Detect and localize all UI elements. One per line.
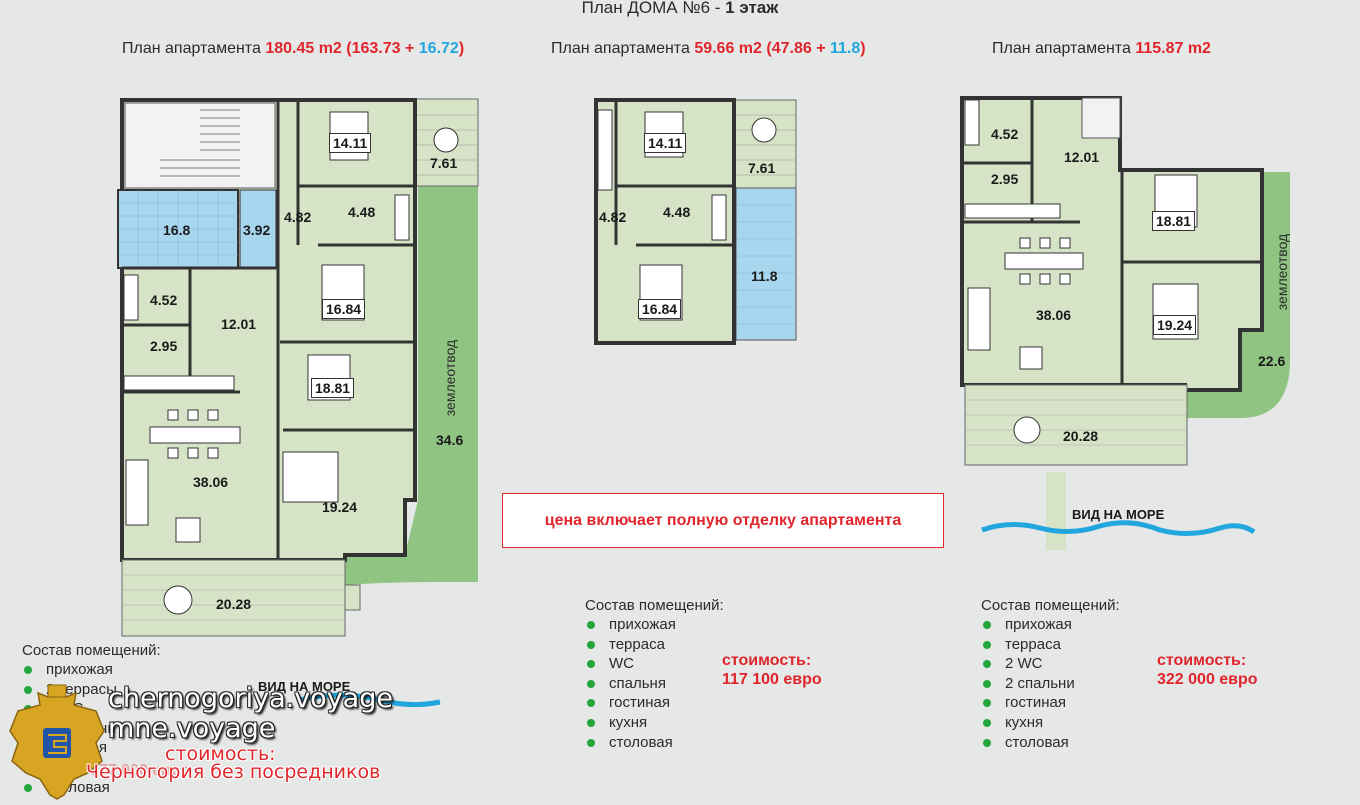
apt1-room-area: 4.48: [348, 204, 376, 220]
list-item: столовая: [981, 733, 1120, 753]
apt2-room-area: 14.11: [644, 133, 687, 153]
list-item: спальня: [585, 674, 724, 694]
apt3-room-area: 2.95: [991, 171, 1019, 187]
apt3-price-value: 322 000 евро: [1157, 671, 1258, 688]
apt1-room-area: 12.01: [221, 316, 257, 332]
list-item: прихожая: [585, 615, 724, 635]
apt3-room-area: 18.81: [1152, 211, 1196, 231]
apt1-composition-title: Состав помещений:: [22, 642, 161, 659]
apt1-room-area: 7.61: [430, 155, 458, 171]
apt1-room-area: 4.82: [284, 209, 312, 225]
apt1-room-area: 2.95: [150, 338, 178, 354]
apt3-composition-title: Состав помещений:: [981, 597, 1120, 614]
apt2-room-area: 4.82: [599, 209, 627, 225]
list-item: кухня: [981, 713, 1120, 733]
apt1-sea-view-label: ВИД НА МОРЕ: [258, 679, 351, 694]
apt1-room-area: 3.92: [243, 222, 271, 238]
apt2-room-area: 11.8: [751, 268, 778, 284]
apt3-room-area: 12.01: [1064, 149, 1100, 165]
list-item: WC: [585, 654, 724, 674]
list-item: прихожая: [981, 615, 1120, 635]
apt3-room-area: 38.06: [1036, 307, 1072, 323]
list-item: прихожая: [22, 660, 161, 680]
list-item: гостиная: [585, 693, 724, 713]
watermark-domain-1: chernogoriya.voyage: [108, 683, 393, 714]
apt3-price-label: стоимость:: [1157, 652, 1247, 669]
coat-of-arms-icon: [9, 684, 105, 800]
apt3-room-area: 20.28: [1063, 428, 1099, 444]
watermark-price-label: стоимость:: [165, 743, 276, 765]
apt1-room-area: 16.84: [322, 299, 366, 319]
apt1-room-area: 38.06: [193, 474, 229, 490]
price-notice-text: цена включает полную отделку апартамента: [544, 512, 902, 529]
apt1-room-area: 34.6: [436, 432, 464, 448]
apt1-header: План апартамента 180.45 m2 (163.73 + 16.…: [122, 40, 465, 57]
apt2-price-value: 117 100 евро: [722, 671, 822, 688]
apt1-room-area: 14.11: [329, 133, 372, 153]
apt2-room-area: 7.61: [748, 160, 776, 176]
apt1-room-area: 19.24: [322, 499, 358, 515]
apt2-composition: Состав помещений: прихожая терраса WC сп…: [585, 597, 724, 752]
apt2-composition-title: Состав помещений:: [585, 597, 724, 614]
apt3-sea-view-label: ВИД НА МОРЕ: [1072, 507, 1165, 522]
list-item: гостиная: [981, 693, 1120, 713]
apt3-room-area: 4.52: [991, 126, 1019, 142]
apt1-room-area: 4.52: [150, 292, 178, 308]
list-item: 2 спальни: [981, 674, 1120, 694]
apt3-room-area: 19.24: [1153, 315, 1197, 335]
watermark-domain-2: mne.voyage: [108, 713, 276, 744]
list-item: кухня: [585, 713, 724, 733]
apt1-room-area: 20.28: [216, 596, 252, 612]
price-notice-box: цена включает полную отделку апартамента: [502, 493, 944, 548]
list-item: 2 WC: [981, 654, 1120, 674]
list-item: терраса: [585, 635, 724, 655]
page-title: План ДОМА №6 - 1 этаж: [581, 0, 779, 17]
apt1-price-value: 377 000 евро: [90, 762, 191, 779]
watermark-tagline: Черногория без посредников: [86, 761, 381, 783]
apt1-room-area: 18.81: [311, 378, 355, 398]
apt2-price-label: стоимость:: [722, 652, 812, 669]
list-item: столовая: [585, 733, 724, 753]
apt1-room-area: 16.8: [163, 222, 191, 238]
apt2-room-area: 16.84: [638, 299, 682, 319]
apt2-header: План апартамента 59.66 m2 (47.86 + 11.8): [551, 40, 866, 57]
apt3-room-area: 22.6: [1258, 353, 1286, 369]
apt3-header: План апартамента 115.87 m2: [992, 40, 1211, 57]
apt3-composition: Состав помещений: прихожая терраса 2 WC …: [981, 597, 1120, 752]
apt2-room-area: 4.48: [663, 204, 691, 220]
list-item: терраса: [981, 635, 1120, 655]
